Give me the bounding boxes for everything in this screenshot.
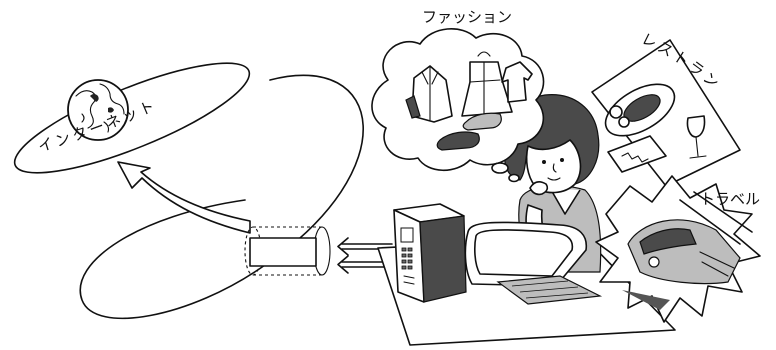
shoes-icon: [436, 112, 502, 151]
laptop-icon: [464, 221, 603, 305]
upload-arrow: [117, 161, 251, 234]
speed-lines: [679, 191, 753, 245]
dress-icon: [461, 51, 513, 117]
speed-lines: [622, 290, 670, 310]
orbit-ring-lower: [79, 74, 364, 320]
jacket-icon: [405, 65, 453, 123]
data-conduit: [244, 226, 331, 276]
wine-glass-icon: [686, 115, 707, 159]
vegetable-icon: [609, 105, 623, 119]
vegetable-icon: [618, 116, 630, 128]
thought-bubble: [491, 162, 509, 174]
computer-tower-icon: [393, 203, 467, 303]
fashion-thought-cloud: [371, 28, 545, 183]
fashion-label: ファッション: [422, 8, 512, 26]
thought-bubble: [508, 173, 520, 183]
menu-card-icon: [607, 135, 667, 173]
restaurant-card: [591, 39, 741, 187]
train-icon: [627, 219, 741, 285]
internet-orbit: [13, 62, 364, 320]
globe-icon: [67, 79, 129, 141]
travel-label: トラベル: [700, 190, 760, 208]
shirt-icon: [501, 61, 533, 103]
travel-burst: [595, 175, 761, 323]
